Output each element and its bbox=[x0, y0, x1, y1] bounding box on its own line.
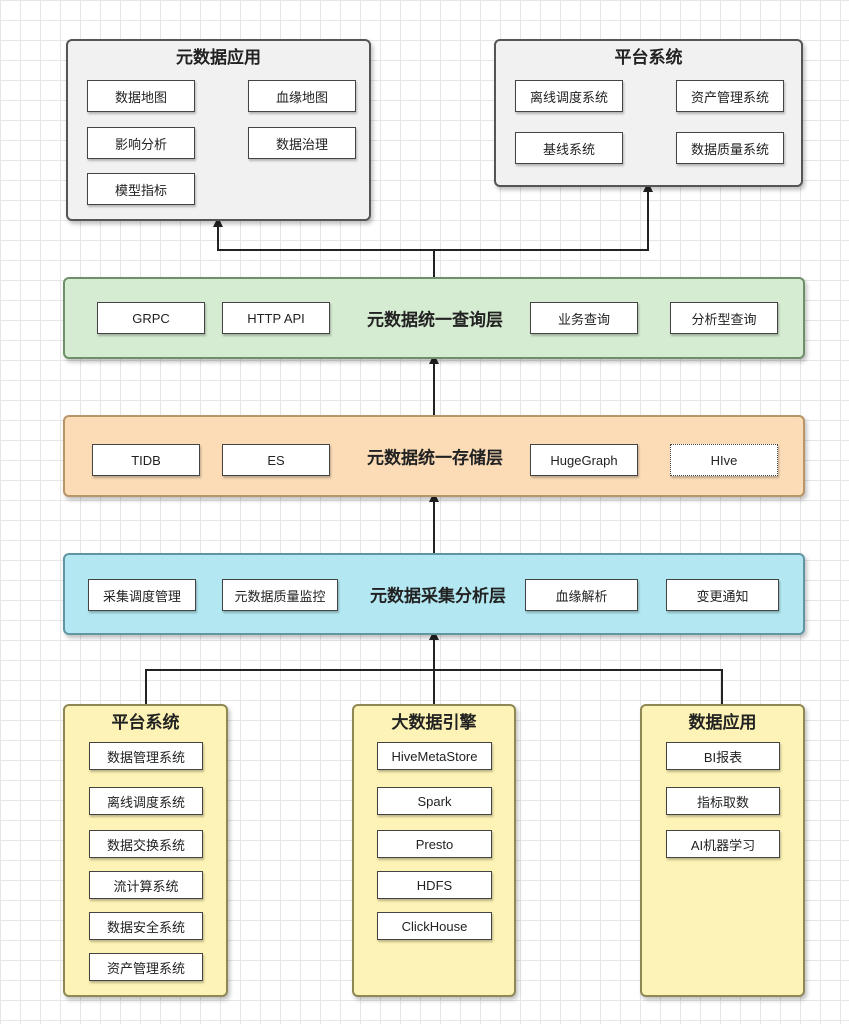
hive-box[interactable]: HIve bbox=[670, 444, 778, 476]
stream-computing-system-box[interactable]: 流计算系统 bbox=[89, 871, 203, 899]
data-application-panel: 数据应用 BI报表 指标取数 AI机器学习 bbox=[640, 704, 805, 997]
panel-title: 数据应用 bbox=[688, 713, 757, 732]
asset-management-box[interactable]: 资产管理系统 bbox=[676, 80, 784, 112]
query-layer-title: 元数据统一查询层 bbox=[367, 310, 503, 330]
data-security-system-box[interactable]: 数据安全系统 bbox=[89, 912, 203, 940]
business-query-box[interactable]: 业务查询 bbox=[530, 302, 638, 334]
bi-report-box[interactable]: BI报表 bbox=[666, 742, 780, 770]
asset-management-system-box[interactable]: 资产管理系统 bbox=[89, 953, 203, 981]
offline-scheduling-system-box[interactable]: 离线调度系统 bbox=[89, 787, 203, 815]
impact-analysis-box[interactable]: 影响分析 bbox=[87, 127, 195, 159]
metrics-fetch-box[interactable]: 指标取数 bbox=[666, 787, 780, 815]
query-to-platform-connector bbox=[434, 182, 653, 251]
grpc-box[interactable]: GRPC bbox=[97, 302, 205, 334]
collection-analysis-layer: 采集调度管理 元数据质量监控 元数据采集分析层 血缘解析 变更通知 bbox=[63, 553, 805, 635]
analytical-query-box[interactable]: 分析型查询 bbox=[670, 302, 778, 334]
hive-metastore-box[interactable]: HiveMetaStore bbox=[377, 742, 492, 770]
panel-title: 平台系统 bbox=[111, 713, 180, 732]
query-to-app-connector bbox=[213, 217, 435, 277]
panel-title: 平台系统 bbox=[614, 48, 683, 67]
tidb-box[interactable]: TIDB bbox=[92, 444, 200, 476]
offline-scheduling-box[interactable]: 离线调度系统 bbox=[515, 80, 623, 112]
panel-title: 大数据引擎 bbox=[391, 713, 477, 732]
big-data-engine-panel: 大数据引擎 HiveMetaStore Spark Presto HDFS Cl… bbox=[352, 704, 516, 997]
metadata-app-panel: 元数据应用 数据地图 血缘地图 影响分析 数据治理 模型指标 bbox=[66, 39, 371, 221]
data-exchange-system-box[interactable]: 数据交换系统 bbox=[89, 830, 203, 858]
panel-title: 元数据应用 bbox=[176, 48, 261, 67]
unified-storage-layer: TIDB ES 元数据统一存储层 HugeGraph HIve bbox=[63, 415, 805, 497]
ai-machine-learning-box[interactable]: AI机器学习 bbox=[666, 830, 780, 858]
spark-box[interactable]: Spark bbox=[377, 787, 492, 815]
storage-layer-title: 元数据统一存储层 bbox=[367, 448, 503, 468]
metadata-quality-monitor-box[interactable]: 元数据质量监控 bbox=[222, 579, 338, 611]
data-governance-box[interactable]: 数据治理 bbox=[248, 127, 356, 159]
model-metrics-box[interactable]: 模型指标 bbox=[87, 173, 195, 205]
platform-system-top-panel: 平台系统 离线调度系统 资产管理系统 基线系统 数据质量系统 bbox=[494, 39, 803, 187]
presto-box[interactable]: Presto bbox=[377, 830, 492, 858]
hdfs-box[interactable]: HDFS bbox=[377, 871, 492, 899]
collect-layer-title: 元数据采集分析层 bbox=[370, 586, 506, 606]
baseline-system-box[interactable]: 基线系统 bbox=[515, 132, 623, 164]
change-notification-box[interactable]: 变更通知 bbox=[666, 579, 779, 611]
hugegraph-box[interactable]: HugeGraph bbox=[530, 444, 638, 476]
lineage-parsing-box[interactable]: 血缘解析 bbox=[525, 579, 638, 611]
es-box[interactable]: ES bbox=[222, 444, 330, 476]
data-map-box[interactable]: 数据地图 bbox=[87, 80, 195, 112]
clickhouse-box[interactable]: ClickHouse bbox=[377, 912, 492, 940]
unified-query-layer: GRPC HTTP API 元数据统一查询层 业务查询 分析型查询 bbox=[63, 277, 805, 359]
lineage-map-box[interactable]: 血缘地图 bbox=[248, 80, 356, 112]
collection-scheduling-box[interactable]: 采集调度管理 bbox=[88, 579, 196, 611]
data-quality-system-box[interactable]: 数据质量系统 bbox=[676, 132, 784, 164]
platform-system-source-panel: 平台系统 数据管理系统 离线调度系统 数据交换系统 流计算系统 数据安全系统 资… bbox=[63, 704, 228, 997]
data-management-system-box[interactable]: 数据管理系统 bbox=[89, 742, 203, 770]
http-api-box[interactable]: HTTP API bbox=[222, 302, 330, 334]
